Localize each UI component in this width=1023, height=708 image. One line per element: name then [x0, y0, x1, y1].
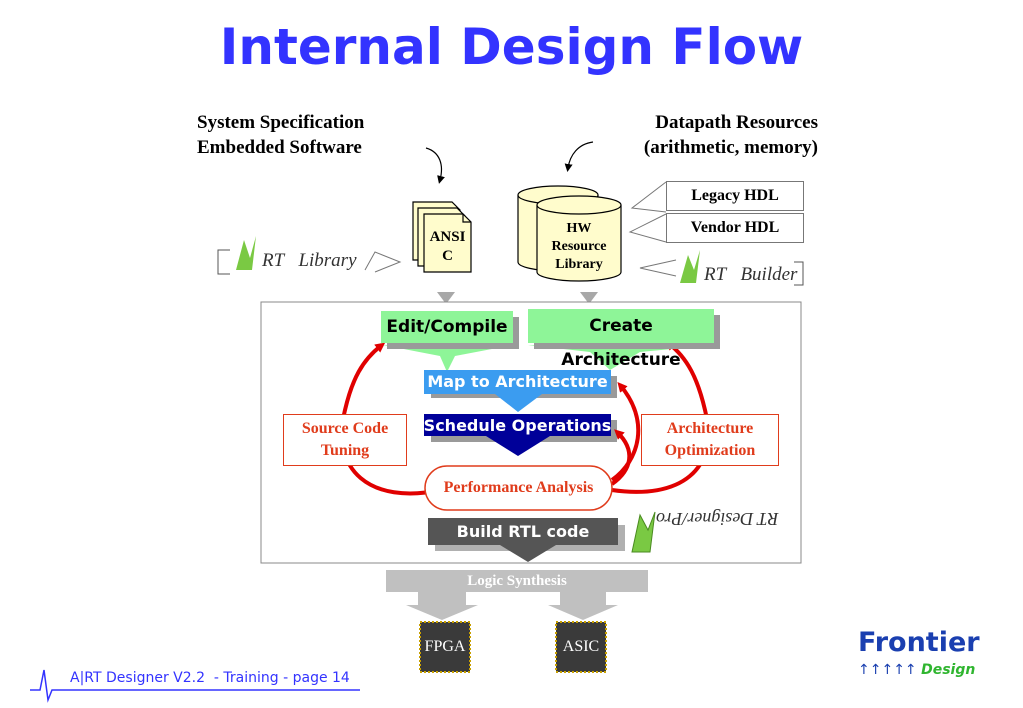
resource-line: Resource — [551, 239, 607, 254]
page-title: Internal Design Flow — [219, 18, 804, 76]
hw-line: HW — [566, 221, 592, 236]
ansi-c-label: ANSI C — [424, 228, 471, 266]
footer-text: A|RT Designer V2.2 - Training - page 14 — [70, 670, 350, 686]
art-builder-logo: RT Builder — [704, 264, 797, 286]
art-library-logo: RT Library — [262, 250, 357, 272]
optimization-line: Optimization — [664, 442, 756, 459]
build-rtl-box: Build RTL code — [456, 522, 590, 541]
ansi-c-documents — [412, 201, 472, 273]
vendor-hdl-box: Vendor HDL — [666, 213, 804, 243]
asic-chip — [555, 621, 607, 673]
down-arrow-left — [437, 292, 455, 304]
performance-analysis-label: Performance Analysis — [443, 479, 594, 496]
art-library-brand: RT — [262, 250, 285, 271]
hw-library-cylinders — [517, 185, 622, 282]
footer-line — [30, 669, 360, 703]
system-spec-label: System Specification Embedded Software — [197, 110, 364, 160]
frontier-logo: Frontier — [858, 627, 980, 658]
tuning-line: Tuning — [320, 442, 370, 459]
frontier-arrows-icon: ↑↑↑↑↑ — [858, 662, 917, 678]
source-code-tuning-box: Source Code Tuning — [283, 414, 407, 466]
fpga-label: FPGA — [424, 638, 466, 655]
ansi-line: ANSI — [429, 229, 466, 245]
source-code-line: Source Code — [301, 420, 389, 437]
logic-synthesis-label: Logic Synthesis — [467, 573, 567, 589]
edit-compile-box: Edit/Compile — [381, 311, 513, 343]
spec-line-2: Embedded Software — [197, 137, 362, 158]
frontier-design-line: ↑↑↑↑↑ Design — [858, 662, 988, 678]
fpga-chip — [419, 621, 471, 673]
spec-line-1: System Specification — [197, 112, 365, 133]
schedule-operations-box: Schedule Operations — [423, 416, 612, 435]
create-architecture-box: Create Architecture — [528, 309, 714, 370]
art-library-text: Library — [298, 250, 357, 271]
datapath-arrow — [564, 141, 594, 172]
map-to-architecture-box: Map to Architecture — [427, 372, 608, 391]
red-arrow-to-schedule — [610, 429, 632, 486]
datapath-resources-label: Datapath Resources (arithmetic, memory) — [600, 110, 818, 160]
art-builder-brand: RT — [704, 264, 727, 285]
datapath-line-2: (arithmetic, memory) — [643, 137, 818, 158]
datapath-line-1: Datapath Resources — [655, 112, 818, 133]
legacy-hdl-box: Legacy HDL — [666, 181, 804, 211]
hw-library-label: HW Resource Library — [537, 220, 621, 274]
frontier-design-text: Design — [921, 662, 976, 678]
architecture-line: Architecture — [666, 420, 754, 437]
spec-arrow — [425, 147, 445, 184]
art-designer-pro-logo: RT Designer/Pro — [656, 509, 779, 529]
c-line: C — [442, 248, 453, 264]
asic-label: ASIC — [562, 638, 600, 655]
library-line: Library — [555, 257, 603, 272]
logic-synthesis-bar — [386, 570, 648, 592]
down-arrow-right — [580, 292, 598, 304]
red-arrow-to-map — [610, 381, 641, 482]
performance-pill — [424, 465, 613, 511]
art-builder-text: Builder — [740, 264, 798, 285]
architecture-optimization-box: Architecture Optimization — [641, 414, 779, 466]
